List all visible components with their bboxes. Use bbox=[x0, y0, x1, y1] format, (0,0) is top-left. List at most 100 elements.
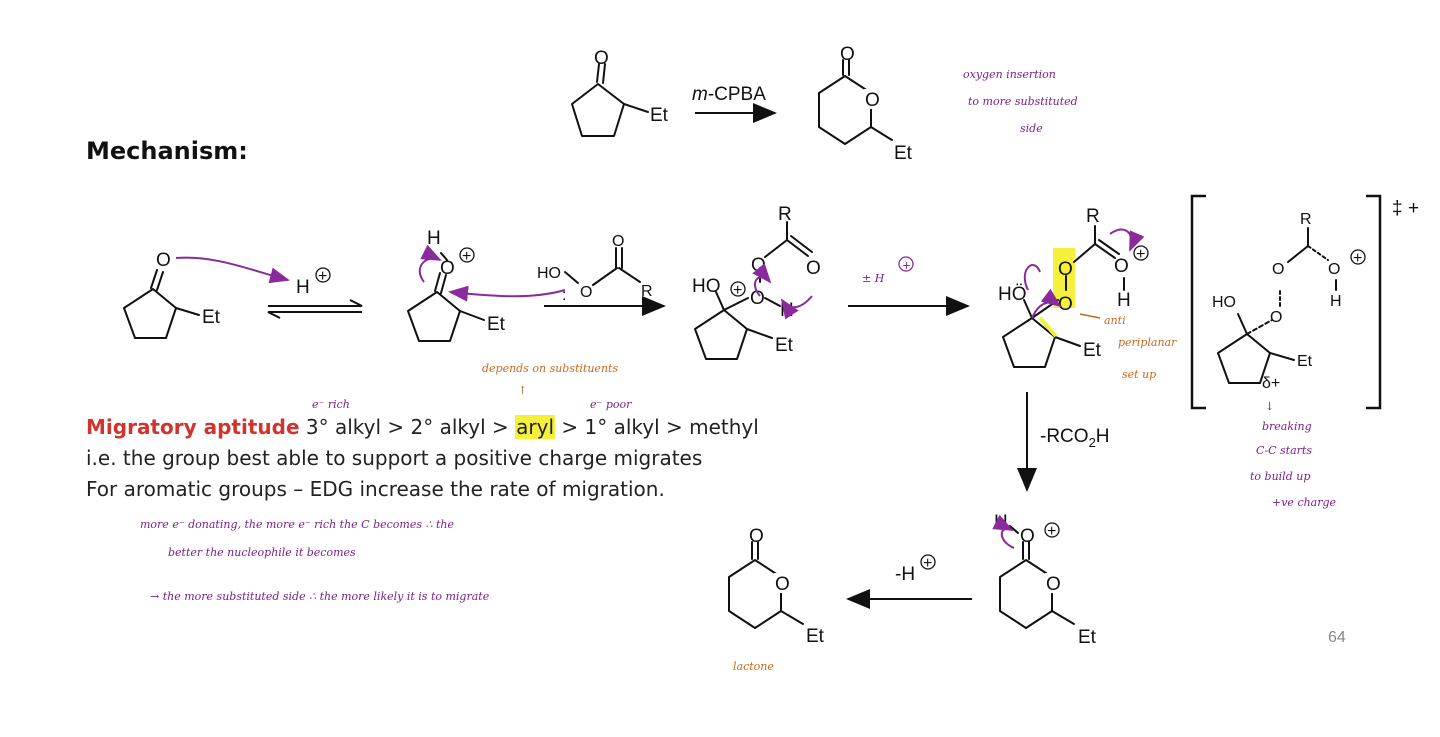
svg-text:O: O bbox=[580, 284, 592, 301]
peracid: HO O O R : bbox=[537, 233, 653, 304]
svg-text:± H: ± H bbox=[862, 272, 885, 285]
cyclopentanone-1: O Et bbox=[123, 250, 221, 339]
svg-text:O: O bbox=[1270, 309, 1282, 326]
svg-text:Et: Et bbox=[1297, 353, 1313, 370]
svg-text:depends on substituents: depends on substituents bbox=[482, 362, 618, 375]
svg-text:to more substituted: to more substituted bbox=[968, 95, 1078, 108]
svg-text:O: O bbox=[749, 526, 764, 547]
svg-text:↑: ↑ bbox=[518, 384, 527, 397]
svg-text:e⁻ poor: e⁻ poor bbox=[590, 398, 632, 411]
svg-text:+: + bbox=[318, 268, 327, 285]
svg-text:H: H bbox=[1117, 290, 1131, 311]
svg-text:+: + bbox=[733, 282, 742, 299]
ts-note: ↓ breaking C-C starts to build up +ve ch… bbox=[1250, 400, 1337, 509]
svg-text:→ the more substituted side ∴: → the more substituted side ∴ the more l… bbox=[150, 590, 490, 603]
svg-text:set up: set up bbox=[1122, 368, 1156, 381]
page-number: 64 bbox=[1328, 629, 1346, 646]
lactone-top: O O Et bbox=[818, 44, 913, 164]
svg-text:Et: Et bbox=[1083, 340, 1102, 361]
handwritten-notes: more e⁻ donating, the more e⁻ rich the C… bbox=[140, 518, 490, 603]
svg-text:+: + bbox=[1047, 523, 1056, 540]
aryl-highlight: aryl bbox=[515, 415, 556, 439]
svg-text:more e⁻ donating, the more e⁻: more e⁻ donating, the more e⁻ rich the C… bbox=[140, 518, 454, 531]
svg-text:R: R bbox=[1086, 206, 1100, 227]
svg-text:Et: Et bbox=[894, 143, 913, 164]
protonated-ketone: H O + Et bbox=[407, 228, 506, 342]
aptitude-label: Migratory aptitude bbox=[86, 415, 300, 439]
svg-text:H: H bbox=[1330, 293, 1342, 310]
svg-text:O: O bbox=[806, 258, 821, 279]
svg-text::: : bbox=[562, 287, 566, 304]
svg-text:‡: ‡ bbox=[1392, 198, 1403, 219]
loss-arrow: -RCO2H bbox=[1017, 392, 1110, 492]
svg-text:R: R bbox=[1300, 211, 1312, 228]
mcpba-arrow: m-CPBA bbox=[692, 84, 777, 123]
svg-text:+: + bbox=[902, 259, 911, 272]
anti-periplanar-note: anti periplanar set up bbox=[1079, 313, 1177, 381]
lactone-product: O O Et lactone bbox=[728, 526, 825, 673]
svg-text:O: O bbox=[865, 90, 880, 111]
plus-h-label: ± H + bbox=[862, 256, 914, 285]
tetrahedral-intermediate: HO O + H O R O Et bbox=[692, 204, 821, 360]
svg-text:δ+: δ+ bbox=[1262, 375, 1280, 392]
svg-text:oxygen insertion: oxygen insertion bbox=[963, 68, 1056, 81]
equilibrium-arrows bbox=[267, 299, 363, 319]
deprotonation-arrow: -H + bbox=[846, 554, 972, 609]
svg-text:+: + bbox=[462, 248, 471, 265]
svg-text:HO: HO bbox=[537, 265, 561, 282]
svg-text:O: O bbox=[156, 250, 171, 271]
svg-text:+: + bbox=[923, 555, 932, 572]
electron-notes: e⁻ rich e⁻ poor depends on substituents … bbox=[312, 362, 632, 411]
svg-text:O: O bbox=[594, 48, 609, 69]
svg-text:-RCO2H: -RCO2H bbox=[1040, 426, 1110, 450]
cyclopentanone-top: O Et bbox=[571, 48, 669, 137]
svg-text:side: side bbox=[1020, 122, 1043, 135]
svg-text:O: O bbox=[1058, 259, 1073, 280]
svg-text:Et: Et bbox=[487, 314, 506, 335]
svg-text:e⁻ rich: e⁻ rich bbox=[312, 398, 350, 411]
svg-text:O: O bbox=[775, 574, 790, 595]
svg-text:+: + bbox=[1136, 246, 1145, 263]
svg-text:HO: HO bbox=[692, 276, 721, 297]
svg-text:O: O bbox=[1046, 574, 1061, 595]
svg-text:O: O bbox=[750, 288, 765, 309]
svg-text:C-C starts: C-C starts bbox=[1256, 444, 1312, 457]
substituent-label: Et bbox=[650, 105, 669, 126]
svg-text:R: R bbox=[641, 283, 653, 300]
migratory-aptitude-block: Migratory aptitude 3° alkyl > 2° alkyl >… bbox=[86, 412, 759, 505]
svg-text:anti: anti bbox=[1104, 314, 1126, 327]
svg-text:+: + bbox=[1408, 198, 1419, 219]
svg-text:O: O bbox=[1272, 261, 1284, 278]
svg-text:O: O bbox=[840, 44, 855, 65]
protonated-lactone: O O H + Et bbox=[992, 512, 1097, 648]
transition-state: ‡ + HO O O R O + H Et δ+ bbox=[1190, 194, 1419, 410]
svg-text:O: O bbox=[751, 255, 766, 276]
intermediate-4: HÖ O O R O + H Et bbox=[998, 206, 1149, 368]
mechanism-heading: Mechanism: bbox=[86, 137, 248, 165]
svg-text:periplanar: periplanar bbox=[1118, 336, 1177, 349]
aptitude-line: Migratory aptitude 3° alkyl > 2° alkyl >… bbox=[86, 415, 759, 439]
svg-text:H: H bbox=[296, 277, 310, 298]
svg-text:H: H bbox=[427, 228, 441, 249]
svg-text:-H: -H bbox=[895, 564, 915, 585]
svg-text:O: O bbox=[1020, 526, 1035, 547]
svg-text:+ve charge: +ve charge bbox=[1272, 496, 1337, 509]
svg-text:Et: Et bbox=[806, 626, 825, 647]
svg-text:+: + bbox=[1353, 250, 1362, 267]
proton-1: H + bbox=[296, 267, 331, 298]
svg-text:HÖ: HÖ bbox=[998, 284, 1027, 305]
oxygen-insertion-note: oxygen insertion to more substituted sid… bbox=[963, 68, 1078, 135]
aptitude-explanation: i.e. the group best able to support a po… bbox=[86, 446, 703, 470]
svg-text:O: O bbox=[1058, 294, 1073, 315]
svg-text:O: O bbox=[1328, 261, 1340, 278]
svg-text:R: R bbox=[778, 204, 792, 225]
svg-text:O: O bbox=[612, 233, 624, 250]
svg-text:HO: HO bbox=[1212, 294, 1236, 311]
svg-text:↓: ↓ bbox=[1265, 400, 1274, 413]
svg-text:H: H bbox=[780, 300, 794, 321]
aromatic-note: For aromatic groups – EDG increase the r… bbox=[86, 477, 665, 501]
svg-text:breaking: breaking bbox=[1262, 420, 1312, 433]
svg-text:Et: Et bbox=[775, 335, 794, 356]
